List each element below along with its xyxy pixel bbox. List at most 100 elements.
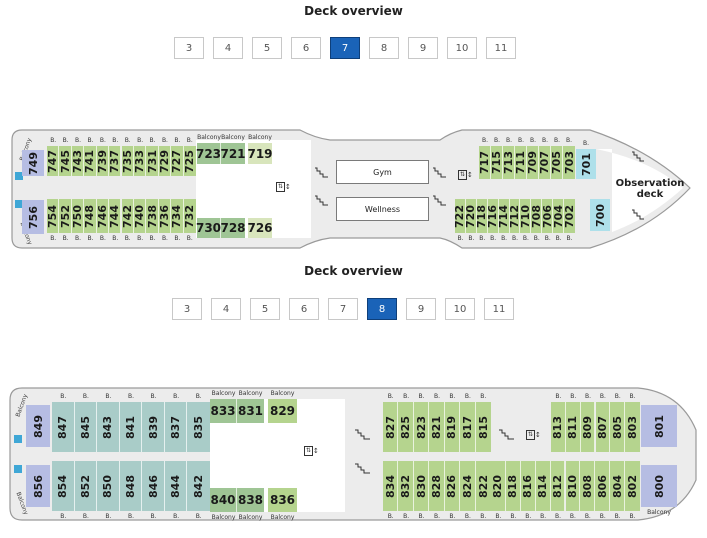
cabin-810[interactable]: 810 (565, 461, 581, 511)
cabin-804[interactable]: 804 (610, 461, 626, 511)
cabin-842[interactable]: 842 (187, 461, 210, 511)
cabin-847[interactable]: 847 (52, 402, 75, 452)
cabin-730[interactable]: 730 (196, 218, 221, 238)
cabin-752[interactable]: 752 (59, 199, 72, 233)
cabin-805[interactable]: 805 (610, 402, 626, 452)
cabin-711[interactable]: 711 (514, 146, 527, 179)
cabin-811[interactable]: 811 (565, 402, 581, 452)
cabin-704[interactable]: 704 (552, 199, 565, 233)
cabin-737[interactable]: 737 (108, 146, 122, 176)
cabin-743[interactable]: 743 (71, 146, 85, 176)
cabin-822[interactable]: 822 (475, 461, 491, 511)
deck-button-9[interactable]: 9 (408, 37, 438, 59)
cabin-825[interactable]: 825 (398, 402, 414, 452)
cabin-816[interactable]: 816 (520, 461, 536, 511)
deck-button-6[interactable]: 6 (289, 298, 319, 320)
cabin-830[interactable]: 830 (413, 461, 430, 511)
cabin-813[interactable]: 813 (551, 402, 566, 452)
cabin-727[interactable]: 727 (170, 146, 184, 176)
deck-button-4[interactable]: 4 (213, 37, 243, 59)
deck-button-3[interactable]: 3 (172, 298, 202, 320)
cabin-700[interactable]: 700 (590, 199, 610, 231)
cabin-849[interactable]: 849 (26, 405, 50, 447)
cabin-823[interactable]: 823 (413, 402, 430, 452)
cabin-852[interactable]: 852 (74, 461, 98, 511)
cabin-713[interactable]: 713 (502, 146, 515, 179)
cabin-714[interactable]: 714 (497, 199, 510, 233)
cabin-707[interactable]: 707 (538, 146, 551, 179)
cabin-746[interactable]: 746 (96, 199, 110, 233)
cabin-726[interactable]: 726 (247, 218, 273, 238)
deck-button-11[interactable]: 11 (486, 37, 516, 59)
cabin-741[interactable]: 741 (83, 146, 97, 176)
deck-button-10[interactable]: 10 (445, 298, 475, 320)
cabin-828[interactable]: 828 (429, 461, 445, 511)
cabin-712[interactable]: 712 (508, 199, 521, 233)
cabin-800[interactable]: 800 (641, 465, 677, 507)
cabin-837[interactable]: 837 (164, 402, 188, 452)
cabin-732[interactable]: 732 (183, 199, 196, 233)
cabin-750[interactable]: 750 (71, 199, 85, 233)
deck-button-7[interactable]: 7 (328, 298, 358, 320)
cabin-812[interactable]: 812 (550, 461, 566, 511)
deck-button-5[interactable]: 5 (252, 37, 282, 59)
cabin-734[interactable]: 734 (170, 199, 184, 233)
cabin-718[interactable]: 718 (475, 199, 488, 233)
cabin-719[interactable]: 719 (247, 143, 273, 164)
cabin-845[interactable]: 845 (74, 402, 98, 452)
cabin-841[interactable]: 841 (119, 402, 143, 452)
cabin-740[interactable]: 740 (133, 199, 147, 233)
cabin-703[interactable]: 703 (563, 146, 576, 179)
deck-button-7[interactable]: 7 (330, 37, 360, 59)
cabin-820[interactable]: 820 (491, 461, 506, 511)
cabin-723[interactable]: 723 (196, 143, 221, 164)
cabin-821[interactable]: 821 (429, 402, 445, 452)
cabin-715[interactable]: 715 (490, 146, 503, 179)
deck-button-11[interactable]: 11 (484, 298, 514, 320)
cabin-809[interactable]: 809 (580, 402, 596, 452)
cabin-710[interactable]: 710 (519, 199, 532, 233)
cabin-835[interactable]: 835 (187, 402, 210, 452)
cabin-736[interactable]: 736 (158, 199, 172, 233)
cabin-739[interactable]: 739 (96, 146, 110, 176)
cabin-829[interactable]: 829 (268, 399, 297, 423)
cabin-735[interactable]: 735 (121, 146, 134, 176)
cabin-806[interactable]: 806 (595, 461, 611, 511)
cabin-807[interactable]: 807 (595, 402, 611, 452)
cabin-803[interactable]: 803 (625, 402, 640, 452)
cabin-819[interactable]: 819 (444, 402, 461, 452)
cabin-838[interactable]: 838 (237, 488, 264, 512)
cabin-709[interactable]: 709 (526, 146, 539, 179)
deck-button-5[interactable]: 5 (250, 298, 280, 320)
cabin-738[interactable]: 738 (146, 199, 159, 233)
cabin-834[interactable]: 834 (383, 461, 399, 511)
cabin-817[interactable]: 817 (460, 402, 476, 452)
cabin-721[interactable]: 721 (220, 143, 246, 164)
cabin-808[interactable]: 808 (580, 461, 596, 511)
wellness-room[interactable]: Wellness (336, 197, 429, 221)
deck-button-3[interactable]: 3 (174, 37, 204, 59)
deck-button-10[interactable]: 10 (447, 37, 477, 59)
cabin-814[interactable]: 814 (535, 461, 551, 511)
cabin-744[interactable]: 744 (108, 199, 122, 233)
deck-button-8[interactable]: 8 (367, 298, 397, 320)
deck-button-8[interactable]: 8 (369, 37, 399, 59)
cabin-826[interactable]: 826 (444, 461, 461, 511)
cabin-839[interactable]: 839 (142, 402, 165, 452)
cabin-728[interactable]: 728 (220, 218, 246, 238)
cabin-708[interactable]: 708 (530, 199, 543, 233)
cabin-705[interactable]: 705 (550, 146, 563, 179)
cabin-742[interactable]: 742 (121, 199, 134, 233)
cabin-848[interactable]: 848 (119, 461, 143, 511)
gym-room[interactable]: Gym (336, 160, 429, 184)
cabin-702[interactable]: 702 (563, 199, 576, 233)
cabin-748[interactable]: 748 (83, 199, 97, 233)
cabin-832[interactable]: 832 (398, 461, 414, 511)
cabin-701[interactable]: 701 (576, 149, 596, 179)
cabin-846[interactable]: 846 (142, 461, 165, 511)
cabin-722[interactable]: 722 (453, 199, 466, 233)
cabin-815[interactable]: 815 (475, 402, 491, 452)
cabin-856[interactable]: 856 (26, 465, 50, 507)
deck-button-4[interactable]: 4 (211, 298, 241, 320)
deck-button-9[interactable]: 9 (406, 298, 436, 320)
